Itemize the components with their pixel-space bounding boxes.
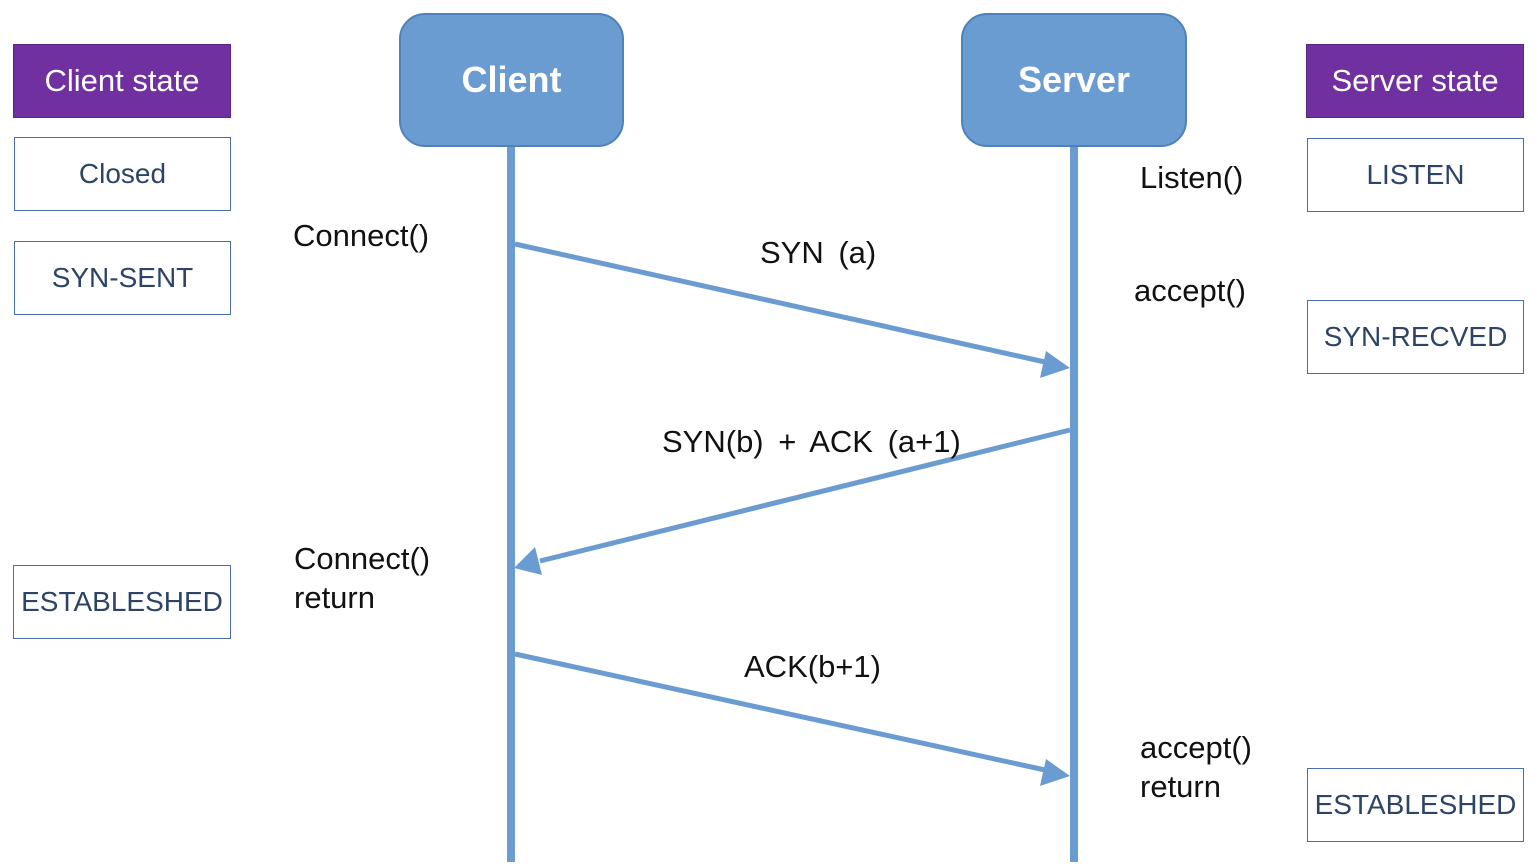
server-state-syn-recved: SYN-RECVED bbox=[1307, 300, 1524, 374]
server-state-header: Server state bbox=[1306, 44, 1524, 118]
server-state-listen: LISTEN bbox=[1307, 138, 1524, 212]
server-accept-return-label: accept() return bbox=[1140, 730, 1252, 804]
syn-message-label: SYN (a) bbox=[760, 235, 877, 270]
syn-arrowhead bbox=[1040, 351, 1070, 378]
synack-message-label: SYN(b) + ACK (a+1) bbox=[662, 424, 961, 459]
synack-arrow-line bbox=[539, 427, 1071, 564]
syn-arrow-line bbox=[514, 241, 1046, 365]
synack-arrowhead bbox=[514, 547, 542, 575]
server-accept-label: accept() bbox=[1134, 273, 1246, 308]
server-listen-label: Listen() bbox=[1140, 160, 1244, 195]
server-actor: Server bbox=[961, 13, 1187, 147]
client-state-closed: Closed bbox=[14, 137, 231, 211]
client-state-established: ESTABLESHED bbox=[13, 565, 231, 639]
ack-arrowhead bbox=[1040, 759, 1070, 786]
client-state-syn-sent: SYN-SENT bbox=[14, 241, 231, 315]
server-state-established: ESTABLESHED bbox=[1307, 768, 1524, 842]
client-connect-return-label: Connect() return bbox=[294, 541, 431, 615]
ack-message-label: ACK(b+1) bbox=[744, 649, 881, 684]
client-state-header: Client state bbox=[13, 44, 231, 118]
client-connect-label: Connect() bbox=[293, 218, 430, 253]
client-actor: Client bbox=[399, 13, 624, 147]
ack-arrow-line bbox=[514, 651, 1046, 773]
